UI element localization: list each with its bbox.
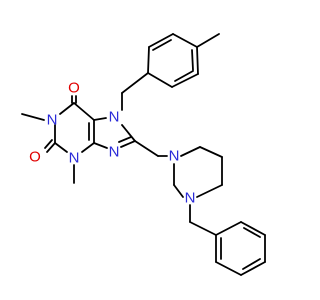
- bond-tol-1: [147, 72, 173, 88]
- atom-n1-label: N: [47, 112, 58, 129]
- bond-n3-c4: [81, 142, 95, 153]
- bond-c6-n1: [59, 102, 75, 115]
- molecule-diagram: O N O N N N N N: [21, 33, 266, 276]
- bond-n9-c8-b: [118, 136, 132, 143]
- bond-c8-n7: [121, 124, 136, 142]
- bond-n1-methyl: [21, 113, 45, 121]
- bond-c5-n7: [93, 117, 107, 121]
- bond-c8-ch2: [134, 140, 159, 157]
- atom-np4: N: [185, 190, 196, 207]
- bond-pip-1: [180, 146, 201, 157]
- bond-c2-o2-b: [44, 139, 53, 149]
- atom-n9: N: [109, 144, 120, 161]
- bond-pip-4: [196, 184, 223, 198]
- bond-tol-methyl: [196, 33, 220, 48]
- bond-ph-d1: [243, 227, 261, 238]
- bond-ph-d2: [242, 258, 261, 270]
- bond-ch2-ar: [121, 72, 149, 94]
- bond-tol-4: [172, 33, 198, 48]
- structure-svg: O N O N N N N N: [21, 33, 266, 276]
- bond-ch2-ph: [189, 221, 217, 236]
- bond-tol-5: [148, 33, 174, 48]
- atom-n3: N: [69, 150, 80, 167]
- bond-ph-4: [240, 261, 266, 276]
- bond-tol-2: [171, 73, 199, 88]
- atom-np4-label: N: [185, 190, 196, 207]
- atom-n1: N: [47, 112, 58, 129]
- atom-o2: O: [29, 149, 41, 166]
- atom-np1-label: N: [169, 148, 180, 165]
- bond-ph-5: [215, 261, 242, 276]
- bond-tol-d2: [152, 39, 172, 51]
- bond-tol-d1: [174, 70, 194, 82]
- bond-n9-c8-a: [120, 140, 136, 148]
- atom-n7-label: N: [109, 109, 120, 126]
- atom-n3-label: N: [69, 150, 80, 167]
- bond-tol-6: [147, 46, 150, 74]
- atom-n7: N: [109, 109, 120, 126]
- bond-c2-o2-a: [46, 142, 56, 153]
- bond-tol-d3: [191, 49, 194, 71]
- bond-pip-5: [173, 184, 184, 198]
- atom-o2-label: O: [29, 149, 41, 166]
- atom-np1: N: [169, 148, 180, 165]
- bond-c4-n9: [93, 142, 108, 149]
- bond-c5-c6: [73, 102, 95, 121]
- atom-o6: O: [68, 80, 80, 97]
- bond-pip-2: [199, 146, 223, 158]
- bond-ph-2: [240, 221, 266, 236]
- bond-c2-n3: [54, 142, 68, 153]
- bond-ph-1: [215, 221, 242, 236]
- atom-o6-label: O: [68, 80, 80, 97]
- bond-tol-3: [196, 46, 199, 75]
- atom-n9-label: N: [109, 144, 120, 161]
